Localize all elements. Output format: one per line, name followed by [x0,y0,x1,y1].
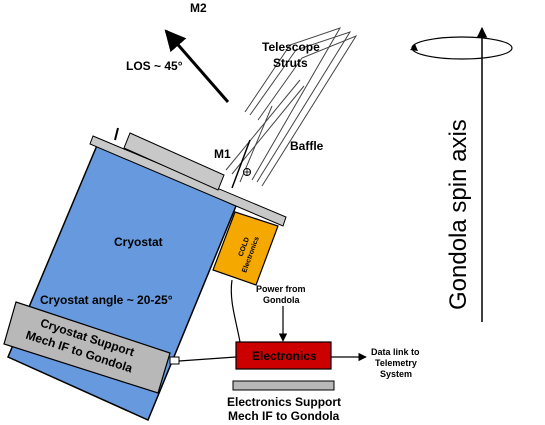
cryostat-support-band [3,301,171,394]
electronics-support-label-line2: Mech IF to Gondola [228,409,340,423]
baffle [225,79,305,183]
cable-cold-to-electronics [230,279,241,343]
data-link-label-line3: System [380,369,412,379]
electronics-label: Electronics [252,349,317,363]
telescope-struts-label-line1: Telescope [262,40,320,54]
spin-rotation-arrowhead [410,44,418,51]
cryostat-post [114,127,119,141]
m1-label: M1 [214,147,231,161]
cable-cryostat-to-electronics [178,356,237,362]
electronics-support-plate [232,380,335,391]
m1-mirror [231,139,251,189]
electronics-support-label-line1: Electronics Support [227,395,341,409]
data-link-label-line1: Data link to [371,347,420,357]
power-label-line1: Power from [256,284,306,294]
data-link-label-line2: Telemetry [375,358,417,368]
power-label-line2: Gondola [263,295,300,305]
cold-electronics-box [212,211,279,286]
cryostat-top-plate [89,135,287,227]
los-label: LOS ~ 45° [126,59,183,73]
cryostat-label: Cryostat [114,235,163,249]
cryostat-lid [123,132,225,191]
telescope-struts [244,27,358,187]
baffle-label: Baffle [290,139,324,153]
spin-axis-label: Gondola spin axis [445,119,472,310]
cryostat-connector [169,356,180,365]
spin-rotation-ellipse [411,36,513,60]
electronics-box [235,341,332,370]
los-arrow [164,29,230,103]
cryostat-angle-label: Cryostat angle ~ 20-25° [40,293,173,307]
m2-label: M2 [190,1,207,15]
telescope-struts-label-line2: Struts [273,56,308,70]
